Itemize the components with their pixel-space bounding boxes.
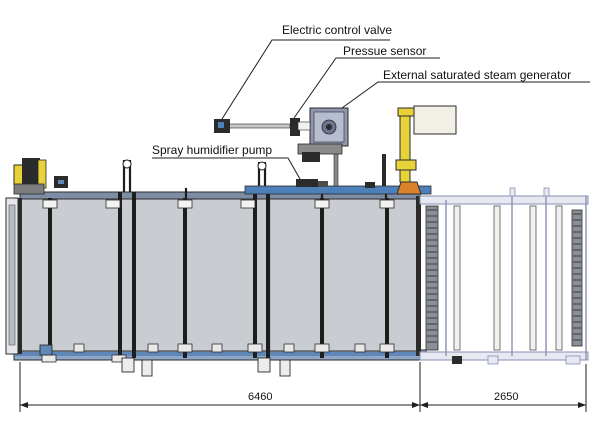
valve-indicator	[218, 122, 224, 128]
vertical-posts	[48, 192, 389, 358]
pressure-sensor	[290, 118, 300, 136]
leader-steam-generator	[341, 81, 590, 109]
end-coil	[571, 209, 583, 347]
label-electric-control-valve: Electric control valve	[282, 23, 392, 37]
post-brackets	[42, 199, 395, 209]
steam-assembly	[214, 107, 349, 187]
post	[385, 198, 389, 358]
cream-box	[413, 105, 457, 135]
stub-caps	[122, 159, 267, 171]
label-steam-generator: External saturated steam generator	[383, 68, 571, 82]
post	[118, 192, 122, 358]
arrow	[578, 402, 586, 408]
bottom-fittings	[39, 344, 291, 377]
foot	[211, 343, 223, 353]
bracket	[42, 199, 58, 209]
stub-cap	[257, 161, 267, 171]
ext-foot	[565, 355, 581, 365]
stub-cap	[122, 159, 132, 169]
pump-motor	[318, 181, 328, 187]
pipe-valve	[365, 182, 375, 188]
heater-coil-fins	[427, 209, 437, 343]
ext-post-cap	[543, 187, 550, 197]
leader-pressure-sensor	[293, 57, 440, 119]
post	[266, 192, 270, 358]
post	[132, 192, 136, 358]
extension-frame	[419, 187, 589, 365]
blower-base	[13, 183, 45, 195]
end-post-left	[18, 198, 22, 354]
foot	[379, 343, 395, 353]
right-arm-assembly	[382, 105, 457, 195]
ext-top-rail	[419, 195, 589, 205]
spray-humidifier-pump	[296, 179, 318, 187]
callout-leaders	[152, 39, 590, 180]
foot	[41, 354, 57, 363]
control-box-window	[58, 180, 64, 184]
end-post-right	[416, 196, 421, 356]
dim-label-left: 6460	[248, 391, 272, 403]
generator-foot	[302, 152, 320, 162]
drain-fitting-blue	[39, 344, 53, 356]
ext-post-cap	[509, 187, 516, 197]
post	[320, 198, 324, 358]
label-spray-pump: Spray humidifier pump	[152, 143, 272, 157]
roller	[529, 205, 537, 351]
foot	[177, 343, 193, 353]
panel-body	[19, 198, 421, 352]
foot	[147, 343, 159, 353]
drain-fitting	[279, 359, 291, 377]
dimension-arrows	[20, 402, 586, 408]
valve-rod	[227, 123, 291, 129]
dark-riser	[382, 154, 386, 186]
post	[48, 198, 52, 358]
arrow	[20, 402, 28, 408]
end-door-handle	[8, 204, 16, 346]
dim-label-right: 2650	[494, 391, 518, 403]
drain-fitting	[257, 357, 271, 373]
pressure-sensor-head	[297, 121, 311, 131]
leader-electric-control-valve	[221, 39, 390, 120]
post	[183, 198, 187, 358]
foot	[73, 343, 85, 353]
ext-foot	[487, 355, 499, 365]
label-pressure-sensor: Pressue sensor	[343, 44, 426, 58]
post	[253, 192, 257, 358]
heater-coil	[425, 205, 439, 351]
roller	[555, 205, 563, 351]
ext-bottom-rail	[419, 351, 589, 361]
roller	[453, 205, 461, 351]
bracket	[177, 199, 193, 209]
leader-spray-pump	[152, 157, 301, 180]
drain-fitting	[141, 359, 153, 377]
base-rail-inner	[14, 352, 426, 356]
post-feet	[41, 343, 395, 363]
yellow-column	[399, 111, 411, 183]
yellow-clamp	[395, 159, 417, 171]
bracket	[314, 199, 330, 209]
ext-foot	[452, 356, 462, 364]
yellow-arm	[397, 107, 417, 117]
foot	[314, 343, 330, 353]
bracket	[379, 199, 395, 209]
bracket	[240, 199, 256, 209]
dimension-lines	[19, 362, 587, 412]
main-chamber	[5, 159, 427, 377]
bracket	[105, 199, 121, 209]
foot	[247, 343, 263, 353]
blower-motor	[22, 158, 40, 190]
arrow	[412, 402, 420, 408]
blower-unit	[13, 158, 68, 195]
drain-fitting	[121, 357, 135, 373]
steam-generator-port-center	[326, 124, 332, 130]
orange-hopper	[396, 181, 422, 195]
end-coil-fins	[573, 213, 581, 341]
foot	[283, 343, 295, 353]
foot	[354, 343, 366, 353]
roller	[493, 205, 501, 351]
arrow	[420, 402, 428, 408]
